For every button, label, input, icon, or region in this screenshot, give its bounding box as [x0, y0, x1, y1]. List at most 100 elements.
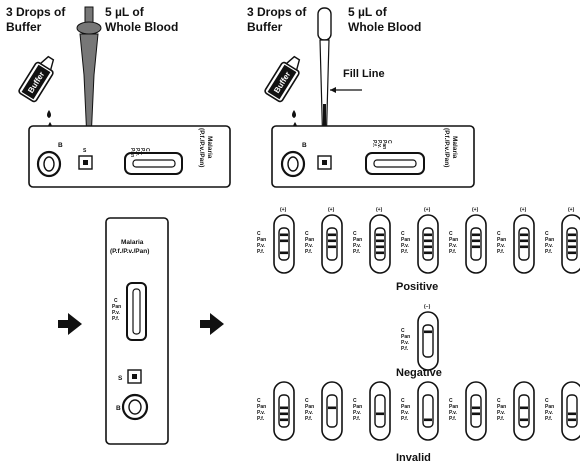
strip-label: P.f.: [449, 249, 457, 255]
negative-title: Negative: [396, 367, 442, 379]
result-band: [424, 330, 432, 334]
svg-text:P.v.: P.v.: [376, 140, 382, 148]
result-band: [568, 412, 576, 416]
right-b-label: B: [302, 142, 307, 149]
strip-label: P.f.: [497, 249, 505, 255]
strip-header: (+): [424, 207, 431, 213]
strip-label: P.v.: [401, 340, 409, 346]
strip-header: (+): [472, 207, 479, 213]
result-band: [520, 418, 528, 422]
left-cassette-line-labels: C P.f. P.v. Pan: [129, 148, 150, 157]
strip-label: P.f.: [353, 416, 361, 422]
strip-label: P.f.: [401, 346, 409, 352]
strip-label: P.v.: [497, 410, 505, 416]
vertical-b-label: B: [116, 405, 121, 412]
strip-label: Pan: [401, 237, 410, 243]
strip-label: P.f.: [401, 249, 409, 255]
right-buffer-label-line2: Buffer: [247, 20, 283, 34]
strip-label: Pan: [353, 404, 362, 410]
result-band: [568, 418, 576, 422]
result-band: [280, 418, 288, 422]
strip-label: C: [545, 231, 549, 237]
svg-text:C: C: [114, 298, 118, 304]
result-band: [328, 245, 336, 249]
vertical-s-label: S: [118, 375, 123, 382]
strip-label: Pan: [449, 404, 458, 410]
result-band: [424, 418, 432, 422]
strip-label: C: [401, 328, 405, 334]
strip-label: Pan: [401, 334, 410, 340]
strip-label: C: [353, 231, 357, 237]
left-buffer-label-line2: Buffer: [6, 20, 42, 34]
result-band: [472, 245, 480, 249]
svg-text:P.f.: P.f.: [112, 316, 120, 322]
result-band: [472, 233, 480, 237]
result-band: [376, 233, 384, 237]
left-buffer-label-line1: 3 Drops of: [6, 5, 66, 19]
strip-label: C: [305, 231, 309, 237]
svg-text:P.v.: P.v.: [112, 310, 120, 316]
strip-label: Pan: [257, 237, 266, 243]
strip-header: (+): [328, 207, 335, 213]
right-cassette-title: Malaria (P.f./P.v./Pan): [443, 128, 458, 167]
left-blood-label-line1: 5 µL of: [105, 5, 145, 19]
strip-label: P.v.: [353, 410, 361, 416]
strip-label: C: [401, 231, 405, 237]
strip-label: C: [353, 398, 357, 404]
svg-text:C: C: [386, 140, 392, 144]
vertical-cassette: Malaria (P.f./P.v./Pan) C Pan P.v. P.f. …: [105, 217, 169, 445]
right-horizontal-cassette: B C Pan P.v. P.f. Malaria (P.f./P.v./Pan…: [271, 125, 475, 188]
strip-label: P.v.: [449, 410, 457, 416]
svg-text:C: C: [144, 148, 150, 152]
result-band: [520, 406, 528, 410]
strip-header: (+): [568, 207, 575, 213]
svg-text:Malaria: Malaria: [451, 136, 458, 159]
strip-label: P.f.: [401, 416, 409, 422]
strip-label: P.f.: [497, 416, 505, 422]
strip-label: Pan: [305, 237, 314, 243]
strip-label: Pan: [401, 404, 410, 410]
strip-label: C: [497, 398, 501, 404]
right-buffer-bottle-icon: Buffer: [264, 55, 301, 103]
strip-label: C: [545, 398, 549, 404]
result-band: [280, 251, 288, 255]
strip-label: P.v.: [545, 410, 553, 416]
strip-label: Pan: [497, 237, 506, 243]
strip-label: Pan: [353, 237, 362, 243]
strip-label: P.f.: [353, 249, 361, 255]
strip-label: C: [449, 231, 453, 237]
result-band: [520, 239, 528, 243]
left-s-label: S: [83, 148, 87, 154]
result-band: [376, 412, 384, 416]
left-buffer-bottle-icon: Buffer: [18, 55, 55, 103]
left-b-label: B: [58, 142, 63, 149]
result-band: [280, 233, 288, 237]
strip-label: C: [257, 398, 261, 404]
strip-label: C: [401, 398, 405, 404]
result-band: [472, 239, 480, 243]
result-band: [424, 245, 432, 249]
right-blood-label-line2: Whole Blood: [348, 20, 421, 34]
left-horizontal-cassette: B S C P.f. P.v. Pan Malaria (P.f./P.v./P…: [28, 125, 231, 188]
left-procedure-panel: 3 Drops of Buffer 5 µL of Whole Blood Bu…: [6, 5, 231, 188]
strip-label: C: [449, 398, 453, 404]
result-band: [424, 233, 432, 237]
strip-label: P.v.: [449, 243, 457, 249]
strip-label: P.f.: [545, 416, 553, 422]
strip-label: Pan: [305, 404, 314, 410]
strip-label: P.f.: [305, 249, 313, 255]
result-band: [328, 406, 336, 410]
vertical-cassette-title-2: (P.f./P.v./Pan): [110, 248, 149, 255]
strip-label: P.v.: [401, 243, 409, 249]
svg-text:P.f.: P.f.: [139, 148, 145, 156]
result-band: [520, 245, 528, 249]
strip-label: Pan: [497, 404, 506, 410]
result-band: [328, 239, 336, 243]
svg-text:P.f.: P.f.: [371, 140, 377, 148]
result-band: [424, 251, 432, 255]
svg-text:(P.f./P.v./Pan): (P.f./P.v./Pan): [198, 128, 205, 167]
